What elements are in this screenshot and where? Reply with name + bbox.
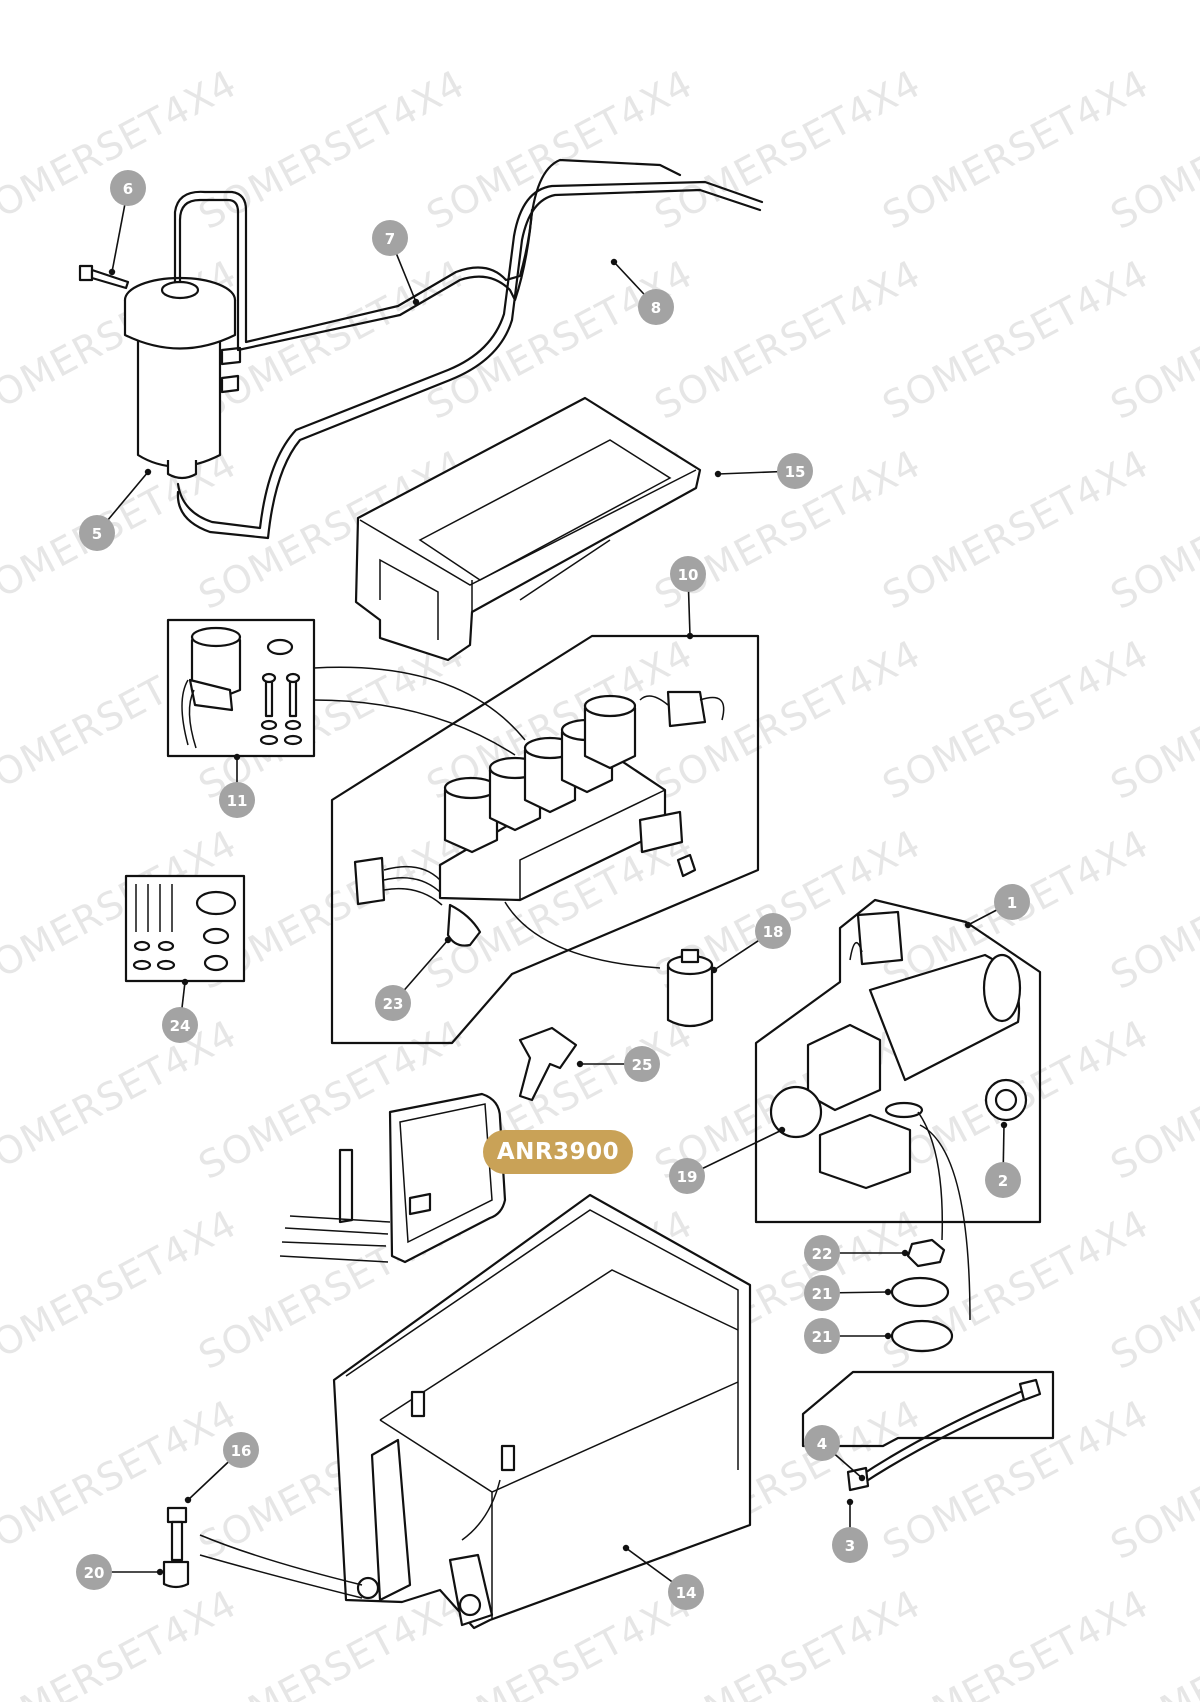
- part-number-badge: ANR3900: [483, 1130, 633, 1174]
- callout-leader-dot: [710, 966, 718, 974]
- callout-bubble: [375, 985, 411, 1021]
- callout-bubble: [777, 453, 813, 489]
- callout-leader-dot: [181, 978, 189, 986]
- solenoid-kit-box: [166, 618, 526, 758]
- callout-number: 23: [383, 995, 404, 1013]
- callout-bubble: [669, 1158, 705, 1194]
- callout-number: 15: [785, 463, 806, 481]
- callout-number: 4: [817, 1435, 827, 1453]
- callout-leader-dot: [884, 1332, 892, 1340]
- callout-number: 19: [677, 1168, 698, 1186]
- callout-bubble: [223, 1432, 259, 1468]
- callout-number: 3: [845, 1537, 855, 1555]
- callout-bubble: [76, 1554, 112, 1590]
- nut-and-washers: [890, 1238, 954, 1353]
- air-dryer-canister: [123, 276, 242, 480]
- mounting-tray: [332, 1193, 752, 1630]
- callout-bubble: [985, 1162, 1021, 1198]
- callout-bubble: [219, 782, 255, 818]
- callout-leader-dot: [858, 1474, 866, 1482]
- callout-bubble: [668, 1574, 704, 1610]
- callout-number: 16: [231, 1442, 252, 1460]
- callout-leader-dot: [233, 753, 241, 761]
- callout-leader-dot: [846, 1498, 854, 1506]
- callout-number: 22: [812, 1245, 833, 1263]
- callout-leader-dot: [444, 936, 452, 944]
- callout-leader-dot: [964, 921, 972, 929]
- callout-number: 1: [1007, 894, 1017, 912]
- callout-bubble: [79, 515, 115, 551]
- callout-number: 18: [763, 923, 784, 941]
- callout-number: 25: [632, 1056, 653, 1074]
- callout-number: 6: [123, 180, 133, 198]
- callout-number: 8: [651, 299, 661, 317]
- fixing-kit-box: [124, 874, 246, 983]
- callout-bubble: [638, 289, 674, 325]
- callout-leader-dot: [714, 470, 722, 478]
- watermark-text: SOMERSET4X4: [0, 1581, 244, 1702]
- callout-bubble: [755, 913, 791, 949]
- callout-leader-dot: [156, 1568, 164, 1576]
- callout-number: 14: [676, 1584, 697, 1602]
- callout-bubble: [624, 1046, 660, 1082]
- callout-leader-dot: [622, 1544, 630, 1552]
- callout-leader-dot: [901, 1249, 909, 1257]
- callout-leader-dot: [1000, 1121, 1008, 1129]
- callout-leader-dot: [686, 632, 694, 640]
- callout-number: 21: [812, 1328, 833, 1346]
- callout-bubble: [110, 170, 146, 206]
- ecu-module: [279, 1092, 507, 1264]
- callout-leader-dot: [884, 1288, 892, 1296]
- callout-bubble: [994, 884, 1030, 920]
- hose-assembly: [801, 1370, 1055, 1492]
- air-pipes: [173, 158, 764, 540]
- valve-block-assembly: [330, 634, 760, 1045]
- callout-bubble: [162, 1007, 198, 1043]
- callout-leader-dot: [610, 258, 618, 266]
- callout-bubble: [804, 1318, 840, 1354]
- valve-block-cover: [354, 396, 702, 662]
- callout-number: 24: [170, 1017, 191, 1035]
- callout-number: 5: [92, 525, 102, 543]
- callout-leader-dot: [778, 1126, 786, 1134]
- callout-leader-dot: [412, 298, 420, 306]
- pressure-switch: [666, 948, 714, 1028]
- callout-number: 7: [385, 230, 395, 248]
- watermark-text: SOMERSET4X4: [876, 1581, 1156, 1702]
- mounting-bracket: [518, 1026, 578, 1102]
- watermark-text: SOMERSET4X4: [192, 1581, 472, 1702]
- compressor-assembly: [754, 898, 1042, 1321]
- callout-number: 20: [84, 1564, 105, 1582]
- callout-number: 10: [678, 566, 699, 584]
- callout-bubble: [670, 556, 706, 592]
- callout-bubble: [804, 1425, 840, 1461]
- tray-bolt-and-spacer: [162, 1506, 363, 1599]
- callout-number: 21: [812, 1285, 833, 1303]
- dryer-mounting-bolt: [78, 264, 130, 290]
- callout-leader-dot: [576, 1060, 584, 1068]
- callout-number: 11: [227, 792, 248, 810]
- callout-bubble: [372, 220, 408, 256]
- callout-number: 2: [998, 1172, 1008, 1190]
- callout-leader-dot: [108, 268, 116, 276]
- callout-bubble: [804, 1235, 840, 1271]
- callout-bubble: [804, 1275, 840, 1311]
- callout-leader-dot: [184, 1496, 192, 1504]
- callout-bubble: [832, 1527, 868, 1563]
- callout-leader-dot: [144, 468, 152, 476]
